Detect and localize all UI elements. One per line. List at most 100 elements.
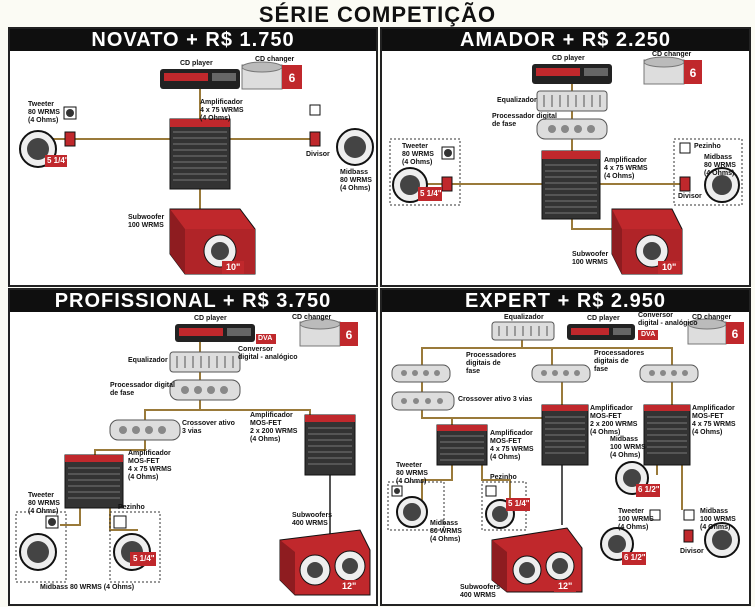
amplifier-3 xyxy=(643,404,691,466)
cd-player-label: CD player xyxy=(180,60,213,67)
expert-diagram: 6 xyxy=(387,318,744,593)
procs2-label: Processadores digitais de fase xyxy=(594,350,645,373)
pezinho-icon xyxy=(113,515,127,529)
tweeter-icon xyxy=(441,146,455,160)
processor xyxy=(536,118,608,140)
cd-changer xyxy=(643,56,702,85)
cd-changer xyxy=(687,318,744,345)
midbass1-label: Midbass 80 WRMS (4 Ohms) xyxy=(430,520,462,543)
crossover-left xyxy=(64,131,76,147)
panel-profissional: 6 xyxy=(8,288,378,606)
tweeter1-label: Tweeter 80 WRMS (4 Ohms) xyxy=(396,462,428,485)
cd-changer-label: CD changer xyxy=(692,314,732,321)
novato-header: NOVATO + R$ 1.750 xyxy=(10,29,376,51)
amp1-label: Amplificador MOS-FET 4 x 75 WRMS (4 Ohms… xyxy=(128,450,172,481)
size-badge-sub xyxy=(658,261,680,274)
divisor-label: Divisor xyxy=(680,548,704,555)
size-badge-mid3 xyxy=(622,552,646,565)
processor-2 xyxy=(531,364,591,383)
sub-size-text: 12" xyxy=(342,581,357,591)
amador-diagram: 6 xyxy=(389,56,743,275)
mid-size-text: 5 1/4" xyxy=(420,189,442,198)
svg-text:6: 6 xyxy=(732,327,739,341)
proc-label: Processador digital de fase xyxy=(110,382,175,397)
divisor-icon xyxy=(679,176,691,192)
size-badge-mid1 xyxy=(506,498,530,511)
divisor-icon xyxy=(683,509,695,543)
panel-novato: 6 xyxy=(8,27,378,287)
pezinho-label: Pezinho xyxy=(118,504,145,511)
sub-size-text: 10" xyxy=(226,262,241,272)
cross-label: Crossover ativo 3 vias xyxy=(182,420,235,435)
cd-changer-label: CD changer xyxy=(255,56,295,63)
processor xyxy=(169,379,241,401)
procs-label: Processadores digitais de fase xyxy=(466,352,517,375)
cd-player xyxy=(175,324,255,342)
expert-header: EXPERT + R$ 2.950 xyxy=(382,290,749,312)
profissional-diagram: 6 xyxy=(15,318,371,596)
amplifier xyxy=(169,118,231,190)
cd-changer xyxy=(299,318,358,347)
crossover xyxy=(391,391,455,411)
svg-text:6: 6 xyxy=(346,328,353,342)
svg-text:6: 6 xyxy=(289,71,296,85)
dva-label: DVA xyxy=(641,331,656,338)
cross-label: Crossover ativo 3 vias xyxy=(458,396,533,403)
profissional-header: PROFISSIONAL + R$ 3.750 xyxy=(10,290,376,312)
sub-size-text: 10" xyxy=(662,262,677,272)
proc-label: Processador digital de fase xyxy=(492,113,557,128)
equalizer xyxy=(169,351,241,373)
amplifier xyxy=(541,150,601,220)
mid2-size-text: 6 1/2" xyxy=(638,485,660,494)
amp1-label: Amplificador MOS-FET 4 x 75 WRMS (4 Ohms… xyxy=(490,430,534,461)
novato-diagram: 6 xyxy=(19,61,374,275)
cd-changer-label: CD changer xyxy=(292,314,332,321)
dva-label: DVA xyxy=(258,335,273,342)
size-badge-sub xyxy=(222,261,244,274)
size-badge-sub xyxy=(338,580,360,593)
pezinho-icon xyxy=(679,142,691,154)
cd-player xyxy=(532,64,612,84)
conv-label: Conversor digital - analógico xyxy=(638,312,698,327)
midbass2-label: Midbass 100 WRMS (4 Ohms) xyxy=(610,436,646,459)
amp-label: Amplificador 4 x 75 WRMS (4 Ohms) xyxy=(200,99,244,122)
mid-size-text: 5 1/4" xyxy=(133,554,155,563)
equalizer xyxy=(491,321,555,341)
amador-header: AMADOR + R$ 2.250 xyxy=(382,29,749,51)
left-speaker-group xyxy=(15,511,67,583)
size-badge-mid2 xyxy=(636,484,660,497)
mid-size-text: 5 1/4" xyxy=(47,156,69,165)
pezinho-icon xyxy=(485,485,497,497)
amp-label: Amplificador 4 x 75 WRMS (4 Ohms) xyxy=(604,157,648,180)
processor-1 xyxy=(391,364,451,383)
divisor-icon xyxy=(309,104,321,147)
right-speaker-group xyxy=(673,138,743,206)
dva-box xyxy=(256,334,276,344)
size-badge-sub xyxy=(554,580,576,592)
divisor-label: Divisor xyxy=(678,193,702,200)
midbass3-label: Midbass 100 WRMS (4 Ohms) xyxy=(700,508,736,531)
subwoofers-box xyxy=(491,527,583,593)
cd-player-label: CD player xyxy=(587,315,620,322)
panel-amador: 6 xyxy=(380,27,751,287)
page-title: SÉRIE COMPETIÇÃO xyxy=(258,2,497,27)
sub-label: Subwoofer 100 WRMS xyxy=(128,214,165,229)
amp3-label: Amplificador MOS-FET 4 x 75 WRMS (4 Ohms… xyxy=(692,405,736,436)
tweeter2-label: Tweeter 100 WRMS (4 Ohms) xyxy=(618,508,654,531)
right-speaker-group xyxy=(109,511,161,583)
cd-player xyxy=(160,69,240,89)
tweeter-icon xyxy=(391,485,403,497)
amp2-label: Amplificador MOS-FET 2 x 200 WRMS (4 Ohm… xyxy=(250,412,298,443)
mid1-size-text: 5 1/4" xyxy=(508,499,530,508)
size-badge-mid xyxy=(418,187,442,201)
crossover-left xyxy=(441,176,453,192)
processor-3 xyxy=(639,364,699,383)
midbass-left-icon xyxy=(19,533,57,571)
eq-label: Equalizador xyxy=(504,314,544,321)
tweeter-icon xyxy=(45,515,59,529)
amplifier-2 xyxy=(304,414,356,476)
midbass-label: Midbass 80 WRMS (4 Ohms) xyxy=(40,584,135,591)
tweeter-label: Tweeter 80 WRMS (4 Ohms) xyxy=(28,101,60,124)
sub-size-text: 12" xyxy=(558,581,573,591)
tweeter-icon xyxy=(63,106,77,120)
